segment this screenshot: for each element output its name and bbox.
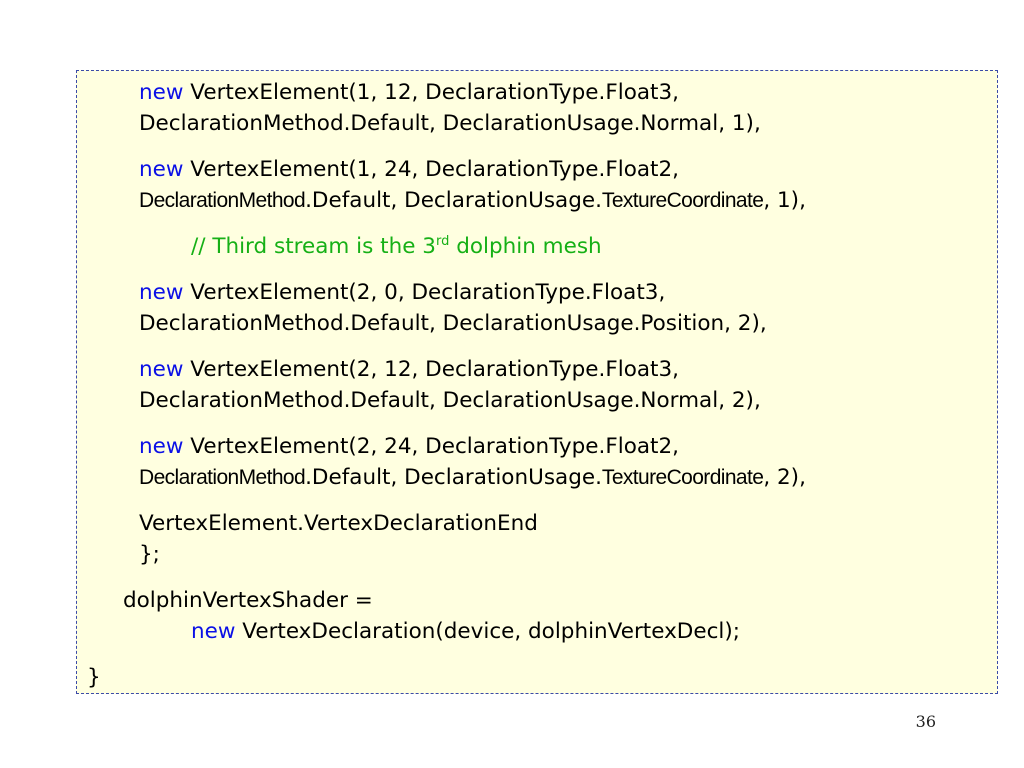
comment-superscript: rd — [435, 234, 450, 249]
code-line: }; — [139, 544, 160, 566]
code-text: DeclarationMethod.Default, DeclarationUs… — [139, 311, 767, 336]
code-text: .Default, DeclarationUsage. — [305, 465, 602, 490]
code-text: VertexElement(1, 12, DeclarationType.Flo… — [190, 80, 679, 105]
code-text: DeclarationMethod.Default, DeclarationUs… — [139, 111, 761, 136]
keyword-new: new — [191, 619, 236, 644]
code-line: DeclarationMethod.Default, DeclarationUs… — [139, 313, 767, 335]
comment-text: dolphin mesh — [449, 234, 602, 259]
code-text: VertexElement.VertexDeclarationEnd — [139, 511, 538, 536]
comment-text: // Third stream is the 3 — [191, 234, 436, 259]
code-line: dolphinVertexShader = — [123, 590, 373, 612]
keyword-new: new — [139, 280, 184, 305]
code-text: DeclarationMethod — [139, 189, 306, 212]
code-line: new VertexElement(2, 12, DeclarationType… — [139, 359, 679, 381]
code-text: DeclarationMethod — [139, 466, 306, 489]
code-text: }; — [139, 542, 160, 567]
code-text: VertexElement(2, 12, DeclarationType.Flo… — [190, 357, 679, 382]
code-comment: // Third stream is the 3rd dolphin mesh — [191, 234, 602, 259]
code-block: new VertexElement(1, 12, DeclarationType… — [76, 70, 998, 694]
page-number: 36 — [915, 712, 936, 731]
code-text: , 2), — [763, 465, 806, 490]
code-text: TextureCoordinate — [601, 466, 764, 489]
code-text: VertexElement(1, 24, DeclarationType.Flo… — [190, 157, 679, 182]
code-text: VertexElement(2, 0, DeclarationType.Floa… — [190, 280, 666, 305]
code-text: VertexDeclaration(device, dolphinVertexD… — [242, 619, 740, 644]
code-text: dolphinVertexShader = — [123, 588, 373, 613]
code-text: VertexElement(2, 24, DeclarationType.Flo… — [190, 434, 679, 459]
code-text: TextureCoordinate — [601, 189, 764, 212]
code-line: new VertexDeclaration(device, dolphinVer… — [191, 621, 740, 643]
code-text: } — [87, 665, 101, 690]
keyword-new: new — [139, 434, 184, 459]
keyword-new: new — [139, 80, 184, 105]
code-line: DeclarationMethod.Default, DeclarationUs… — [139, 113, 761, 135]
code-line: new VertexElement(2, 24, DeclarationType… — [139, 436, 679, 458]
code-line: DeclarationMethod.Default, DeclarationUs… — [139, 467, 806, 489]
code-text: , 1), — [763, 188, 806, 213]
code-line: DeclarationMethod.Default, DeclarationUs… — [139, 390, 761, 412]
code-text: DeclarationMethod.Default, DeclarationUs… — [139, 388, 761, 413]
code-line: DeclarationMethod.Default, DeclarationUs… — [139, 190, 806, 212]
code-line: new VertexElement(1, 24, DeclarationType… — [139, 159, 679, 181]
keyword-new: new — [139, 157, 184, 182]
code-line: VertexElement.VertexDeclarationEnd — [139, 513, 538, 535]
keyword-new: new — [139, 357, 184, 382]
code-line: new VertexElement(1, 12, DeclarationType… — [139, 82, 679, 104]
code-line: } — [87, 667, 101, 689]
code-text: .Default, DeclarationUsage. — [305, 188, 602, 213]
code-line: new VertexElement(2, 0, DeclarationType.… — [139, 282, 665, 304]
